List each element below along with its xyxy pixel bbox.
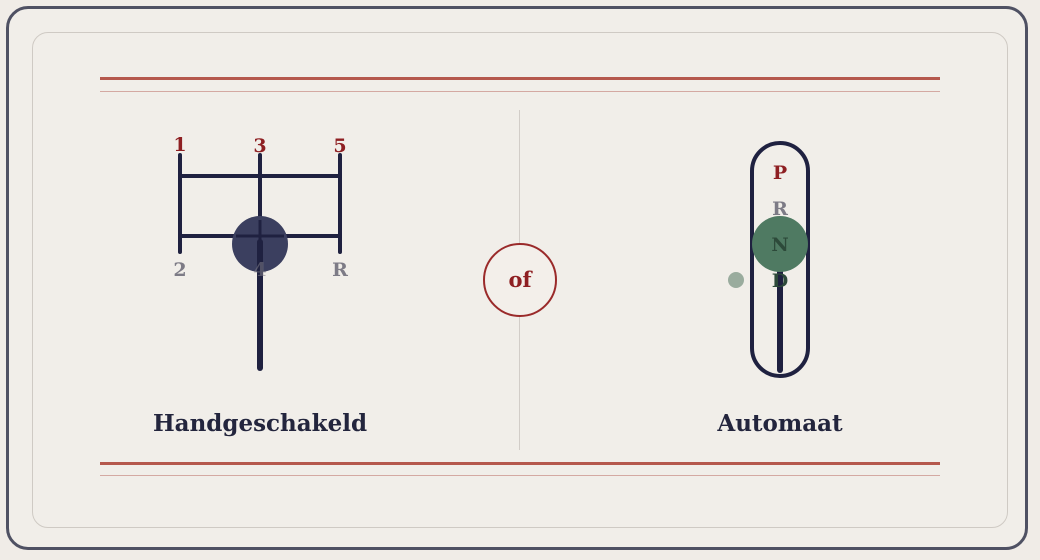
bottom-rule-thin	[100, 475, 940, 476]
gear-label-3: 3	[253, 135, 266, 157]
gear-label-2: 2	[173, 259, 186, 281]
top-rule	[100, 77, 940, 80]
gear-label-4: 4	[253, 259, 266, 281]
gear-label-5: 5	[333, 135, 346, 157]
inner-panel	[32, 32, 1008, 528]
auto-indicator-dot	[728, 272, 744, 288]
auto-gate	[750, 141, 810, 378]
auto-label-p: P	[773, 162, 787, 184]
auto-knob	[752, 216, 808, 272]
bottom-rule	[100, 462, 940, 465]
or-badge: of	[483, 243, 557, 317]
automatic-caption: Automaat	[717, 410, 843, 437]
manual-shift-pattern: 1 3 5 2 4 R	[173, 134, 348, 371]
auto-label-d: D	[772, 270, 788, 292]
auto-label-r: R	[772, 198, 788, 220]
automatic-shifter: P R N D	[728, 141, 810, 378]
gear-label-r: R	[332, 259, 348, 281]
top-rule-thin	[100, 91, 940, 92]
gear-label-1: 1	[173, 134, 186, 156]
manual-caption: Handgeschakeld	[152, 410, 368, 437]
auto-label-n: N	[771, 234, 788, 256]
